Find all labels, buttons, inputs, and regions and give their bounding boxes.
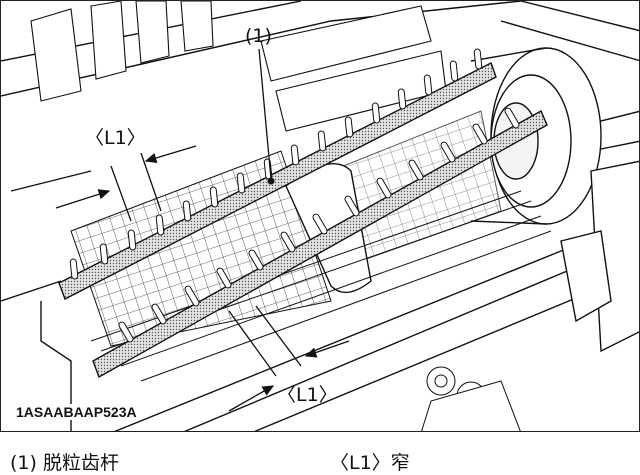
legend-item-l1: 〈L1〉窄: [330, 452, 410, 474]
legend: (1) 脱粒齿杆 〈L1〉窄: [0, 440, 640, 475]
lower-slats: [90, 190, 552, 382]
image-code: 1ASAABAAP523A: [13, 404, 140, 420]
callout-dot: [267, 177, 275, 185]
diagram-figure: (1) 〈L1〉 〈L1〉 1ASAABAAP523A: [0, 0, 640, 432]
threshing-bar-lower: [92, 107, 548, 379]
callout-l1-top: 〈L1〉: [85, 127, 146, 149]
legend-item-part-1: (1) 脱粒齿杆: [10, 452, 119, 474]
threshing-drum-drawing: [1, 1, 639, 431]
bolt-heads: [421, 366, 521, 431]
upper-cover-panels: [30, 1, 447, 132]
dimension-l1-bottom: [228, 305, 350, 412]
callout-leader-part: [258, 48, 272, 180]
concave-mesh: [70, 150, 332, 347]
dimension-l1-top: [55, 145, 197, 222]
drum-end-assembly: [470, 47, 639, 353]
callout-l1-bottom: 〈L1〉: [277, 384, 338, 406]
callout-part-1: (1): [245, 25, 272, 47]
threshing-bar-upper: [58, 48, 497, 300]
